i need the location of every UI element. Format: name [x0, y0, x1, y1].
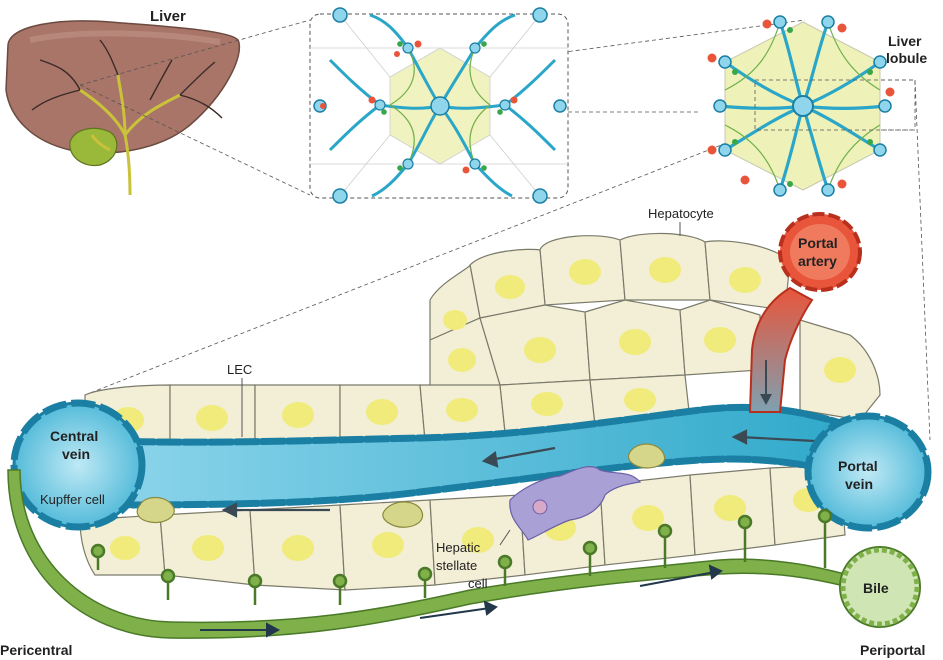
- portal-artery-label-1: Portal: [798, 235, 838, 251]
- liver-lobule-label-2: lobule: [886, 50, 927, 66]
- hepatic-stellate-label-2: stellate: [436, 558, 477, 573]
- liver-lobule-label-1: Liver: [888, 33, 922, 49]
- pericentral-label: Pericentral: [0, 642, 72, 658]
- lobule-central-vein: [793, 96, 813, 116]
- kupffer-cell-1: [137, 498, 174, 523]
- central-vein-label-2: vein: [62, 446, 90, 462]
- liver-lobule: [708, 16, 916, 196]
- kupffer-cell-2: [383, 502, 423, 527]
- lec-label: LEC: [227, 362, 252, 377]
- bile-label: Bile: [863, 580, 889, 596]
- periportal-label: Periportal: [860, 642, 925, 658]
- gallbladder-shape: [70, 128, 117, 165]
- portal-artery-label-2: artery: [798, 253, 837, 269]
- central-vein: [14, 403, 142, 527]
- portal-vein-label-1: Portal: [838, 458, 878, 474]
- hepatic-stellate-label-3: cell: [468, 576, 488, 591]
- kupffer-cell-3: [628, 444, 664, 468]
- tissue-zoom-panel: [310, 8, 568, 203]
- kupffer-cell-label: Kupffer cell: [40, 492, 105, 507]
- central-vein-label-1: Central: [50, 428, 98, 444]
- liver-organ: [6, 21, 239, 195]
- portal-vein-label-2: vein: [845, 476, 873, 492]
- hepatic-stellate-label-1: Hepatic: [436, 540, 481, 555]
- liver-label: Liver: [150, 8, 186, 25]
- hepatocyte-label: Hepatocyte: [648, 206, 714, 221]
